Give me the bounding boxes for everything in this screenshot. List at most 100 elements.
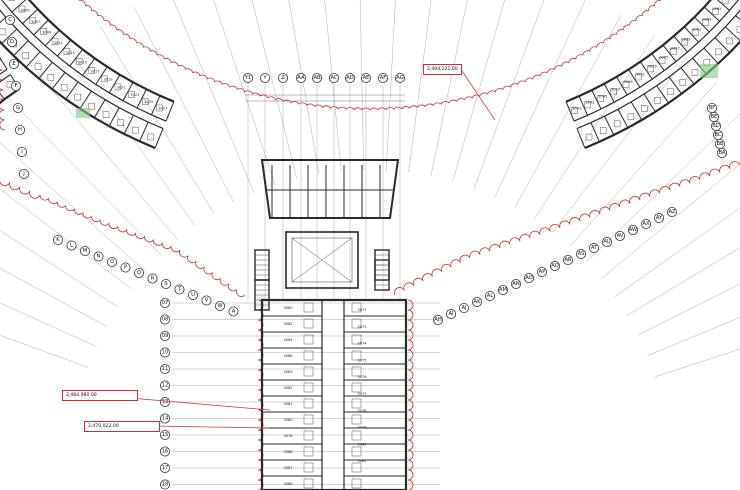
grid-bubble: BD [711, 121, 722, 132]
bathroom-pod [351, 446, 362, 457]
grid-bubble: AJ [458, 302, 469, 313]
grid-bubble-circle [432, 314, 443, 325]
grid-bubble-circle [159, 347, 170, 358]
grid-bubble-circle [524, 272, 535, 283]
grid-bubble-label: AO [525, 275, 533, 281]
room-number: 3078 [357, 409, 367, 413]
radial-grid-line [473, 0, 545, 189]
room-partition [616, 76, 628, 96]
room-partition [639, 61, 653, 80]
room-partition [108, 74, 121, 94]
corridor-wall [576, 9, 740, 130]
grid-bubble-circle [187, 289, 198, 300]
bathroom-pod [303, 302, 314, 313]
bathroom-pod [34, 63, 42, 70]
grid-bubble-circle [14, 125, 25, 136]
grid-bubble-label: AX [642, 221, 650, 227]
grid-bubble-circle [360, 73, 371, 84]
grid-bubble-label: 15 [162, 432, 169, 438]
bathroom-pod [156, 104, 163, 112]
room-number: 3009 [42, 31, 52, 35]
grid-bubble-circle [159, 396, 170, 407]
grid-bubble: AH [432, 314, 443, 325]
grid-bubble-label: BC [714, 132, 721, 138]
room-partition [668, 76, 682, 95]
grid-bubble: AY [654, 212, 665, 223]
room-partition [735, 15, 740, 21]
bathroom-pod [658, 57, 666, 64]
grid-bubble: 18 [159, 479, 170, 490]
bathroom-pod [303, 462, 314, 473]
room-partition [617, 109, 629, 129]
grid-bubble-circle [12, 103, 23, 114]
room-partition [643, 93, 656, 113]
room-number: 3027 [158, 106, 167, 110]
grid-bubble-circle [654, 212, 665, 223]
grid-bubble: BE [709, 112, 720, 123]
bathroom-pod [102, 111, 110, 118]
radial-grid-line [36, 70, 178, 240]
room-partition [576, 128, 586, 149]
grid-bubble-label: AS [578, 251, 585, 257]
bathroom-pod [597, 95, 604, 102]
revision-cloud [394, 161, 740, 296]
bathroom-pod [351, 350, 362, 361]
grid-bubble: 13 [159, 396, 170, 407]
room-partition [683, 26, 699, 43]
grid-bubble: M [80, 245, 91, 256]
building-wings-layer [0, 0, 740, 150]
grid-bubble-label: Y1 [244, 75, 251, 81]
grid-bubble: 14 [159, 413, 170, 424]
grid-bubble: AI [445, 308, 456, 319]
grid-bubble-label: AP [539, 269, 546, 275]
landscape-patch [700, 64, 718, 78]
coordinate-callout-top-right: 2,494,221.00 [423, 64, 462, 75]
grid-bubble: D [7, 37, 17, 48]
grid-bubble: Y1 [242, 73, 253, 84]
grid-bubble-label: H [18, 127, 22, 133]
bathroom-pod [303, 398, 314, 409]
grid-bubble: 15 [159, 429, 170, 440]
bathroom-pod [622, 81, 630, 88]
room-partition [165, 101, 175, 122]
grid-bubble: AD [344, 73, 355, 84]
grid-bubble-label: BB [716, 141, 724, 147]
grid-bubble-circle [93, 251, 104, 262]
grid-bubble-label: Y [262, 75, 267, 81]
radial-grid-line [213, 0, 276, 186]
room-partition [680, 67, 695, 85]
grid-bubble-label: 08 [162, 317, 169, 323]
callout-leader [129, 397, 271, 411]
grid-bubble: AO [524, 272, 535, 283]
radial-grid-line [601, 163, 740, 279]
grid-bubble-circle [7, 37, 17, 48]
grid-bubble: E [8, 59, 19, 70]
room-partition [565, 101, 575, 122]
room-partition [93, 99, 106, 118]
grid-bubble-circle [344, 73, 355, 84]
radial-grid-line [0, 335, 89, 368]
bathroom-pod [584, 101, 591, 109]
grid-bubble: AE [360, 73, 371, 84]
room-partition [694, 16, 710, 33]
room-number: 3073 [357, 325, 366, 329]
room-number: 3089 [283, 482, 293, 486]
room-number: 3075 [357, 358, 366, 362]
bathroom-pod [63, 48, 71, 55]
south-wing-outline [260, 298, 408, 490]
grid-bubble: P [120, 262, 131, 273]
room-number: 3041 [572, 107, 581, 111]
room-number: 3045 [598, 94, 607, 98]
grid-bubble-label: U [191, 292, 195, 298]
coordinate-callout-left-upper: 2,484,980.00 [62, 390, 138, 401]
bathroom-pod [22, 52, 29, 59]
bathroom-pod [88, 67, 96, 74]
grid-bubble-label: AW [629, 227, 637, 233]
bathroom-pod [712, 8, 719, 16]
grid-bubble: AX [641, 218, 652, 229]
grid-bubble: 16 [159, 446, 170, 457]
room-number: 3087 [283, 466, 292, 470]
coordinate-callout-left-lower: 2,470,022.00 [84, 421, 160, 432]
